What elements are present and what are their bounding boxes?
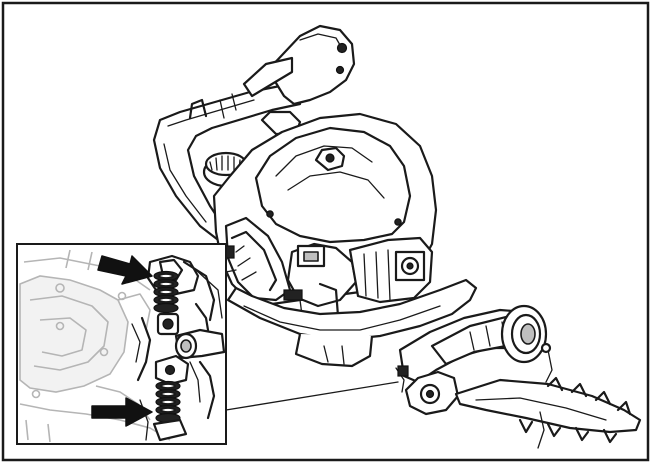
inset-leader-line: [225, 269, 237, 273]
primer-bulb-icon: [283, 289, 303, 301]
hedge-trimmer-illustration: [152, 24, 642, 449]
lower-spring: [155, 380, 181, 424]
lower-bolt-icon: [164, 364, 176, 376]
clamp-bolt-icon: [425, 389, 435, 399]
inset-casting: [19, 275, 129, 393]
engine-top-cover: [254, 126, 412, 244]
cover-screw-icon: [266, 210, 274, 218]
vibration-mount-icon: [397, 365, 409, 377]
blade-screw-icon: [540, 342, 552, 354]
engine-body: [212, 112, 438, 335]
rear-handle: [152, 24, 356, 248]
filter-clip-icon: [225, 245, 235, 259]
arrow-right-icon: [97, 255, 153, 285]
front-handle: [395, 304, 548, 416]
inset-leader-line: [225, 381, 399, 411]
lower-spring-seat: [152, 418, 188, 442]
center-mount: [131, 302, 225, 420]
throttle-housing: [266, 24, 356, 106]
housing-screw-icon: [335, 65, 345, 75]
mount-bolt-icon: [162, 318, 174, 330]
arrow-right-icon: [91, 397, 153, 427]
cover-nut-icon: [325, 153, 335, 163]
throttle-trigger: [242, 56, 294, 98]
inset-spring-detail: [16, 243, 399, 445]
spark-plug-icon: [406, 262, 414, 270]
chassis: [226, 278, 478, 368]
chassis-skirt: [294, 333, 374, 368]
housing-screw-icon: [336, 42, 348, 54]
upper-spring: [153, 270, 179, 314]
cover-screw-icon: [394, 218, 402, 226]
cutting-blade: [454, 342, 642, 449]
